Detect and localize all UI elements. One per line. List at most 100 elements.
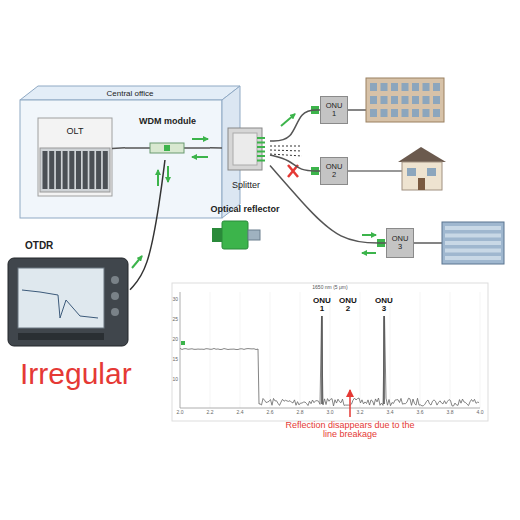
wdm-port <box>164 145 170 151</box>
reflector-cap <box>212 228 222 242</box>
peak-label: ONU 3 <box>374 297 394 314</box>
splitter-port <box>257 142 265 144</box>
olt-card <box>89 151 94 189</box>
y-axis <box>180 292 181 408</box>
otdr-box: OTDR <box>5 240 130 348</box>
callout-note: Reflection disappears due to the line br… <box>285 421 415 440</box>
splitter-port <box>257 151 265 153</box>
signal-arrow <box>192 138 208 140</box>
axis-tick: 3.6 <box>410 410 430 415</box>
node-label: WDM module <box>139 117 196 126</box>
node-label: ONU 2 <box>325 163 343 179</box>
status-title: Irregular <box>20 358 190 390</box>
splitter-port <box>257 146 265 148</box>
signal-arrow <box>362 234 376 236</box>
building-window <box>391 109 398 117</box>
drop-cable <box>348 170 402 171</box>
axis-tick: 2.0 <box>170 410 190 415</box>
building-window <box>445 226 501 230</box>
building-window <box>391 83 398 91</box>
splitter-box: Splitter <box>222 120 270 190</box>
splitter-ports <box>257 137 265 162</box>
axis-tick: 3.8 <box>440 410 460 415</box>
building-window <box>370 96 377 104</box>
building-window <box>391 96 398 104</box>
peak-label: ONU 1 <box>312 297 332 314</box>
signal-arrow <box>132 256 142 268</box>
chart-grid <box>210 292 480 408</box>
x-axis <box>180 408 480 409</box>
building-window <box>445 249 501 253</box>
otdr-button <box>111 276 119 284</box>
grid-line <box>330 292 331 408</box>
building-window <box>412 83 419 91</box>
fiber-connector <box>112 147 125 149</box>
building-window <box>445 234 501 238</box>
otdr-device <box>8 258 128 346</box>
apartment-building <box>366 78 444 122</box>
unused-output <box>270 154 302 156</box>
grid-line <box>390 292 391 408</box>
olt-card <box>96 151 101 189</box>
signal-arrow <box>167 166 169 182</box>
grid-line <box>420 292 421 408</box>
axis-tick: 20 <box>166 337 178 342</box>
node-label: OLT <box>67 127 84 136</box>
axis-tick: 30 <box>166 297 178 302</box>
axis-tick: 25 <box>166 317 178 322</box>
splitter-port <box>257 137 265 139</box>
axis-tick: 15 <box>166 357 178 362</box>
axis-tick: 3.2 <box>350 410 370 415</box>
peak-label: ONU 2 <box>338 297 358 314</box>
reflector-mark <box>377 239 385 247</box>
fiber-connector <box>270 155 320 171</box>
fiber-connector <box>210 147 222 149</box>
signal-arrow <box>281 114 295 126</box>
building-window <box>412 109 419 117</box>
fiber-connector <box>130 160 165 290</box>
otdr-keypad <box>18 333 104 340</box>
building-window <box>381 83 388 91</box>
otdr-button <box>111 308 119 316</box>
node-label: ONU 3 <box>391 235 409 251</box>
building-window <box>381 96 388 104</box>
grid-line <box>360 292 361 408</box>
reflection-peak <box>383 316 385 404</box>
chart-frame <box>172 283 488 421</box>
part-label: Optical reflector <box>195 205 295 214</box>
building-window <box>433 83 440 91</box>
signal-arrow <box>157 170 159 186</box>
axis-tick: 2.8 <box>290 410 310 415</box>
grid-line <box>210 292 211 408</box>
node-label: Splitter <box>232 181 260 190</box>
node-label: OTDR <box>25 241 53 252</box>
axis-tick: 2.2 <box>200 410 220 415</box>
building-window <box>423 109 430 117</box>
otdr-button <box>111 292 119 300</box>
olt-card <box>76 151 81 189</box>
splitter-port <box>257 160 265 162</box>
splitter-port <box>257 155 265 157</box>
wdm-box: WDM module <box>125 115 210 160</box>
reflector-mark <box>311 106 319 114</box>
olt-card <box>69 151 74 189</box>
olt-card-bay <box>40 148 110 192</box>
buildings <box>366 78 504 264</box>
splitter-body <box>228 128 262 170</box>
building-window <box>445 241 501 245</box>
building-window <box>407 168 416 176</box>
otdr-screen-trace <box>22 290 98 318</box>
optical-reflector <box>222 221 248 249</box>
axis-tick: 3.4 <box>380 410 400 415</box>
building-window <box>412 96 419 104</box>
office-top-face <box>20 86 240 100</box>
grid-line <box>240 292 241 408</box>
building-window <box>427 168 436 176</box>
fiber-connector <box>270 110 320 141</box>
grid-line <box>300 292 301 408</box>
